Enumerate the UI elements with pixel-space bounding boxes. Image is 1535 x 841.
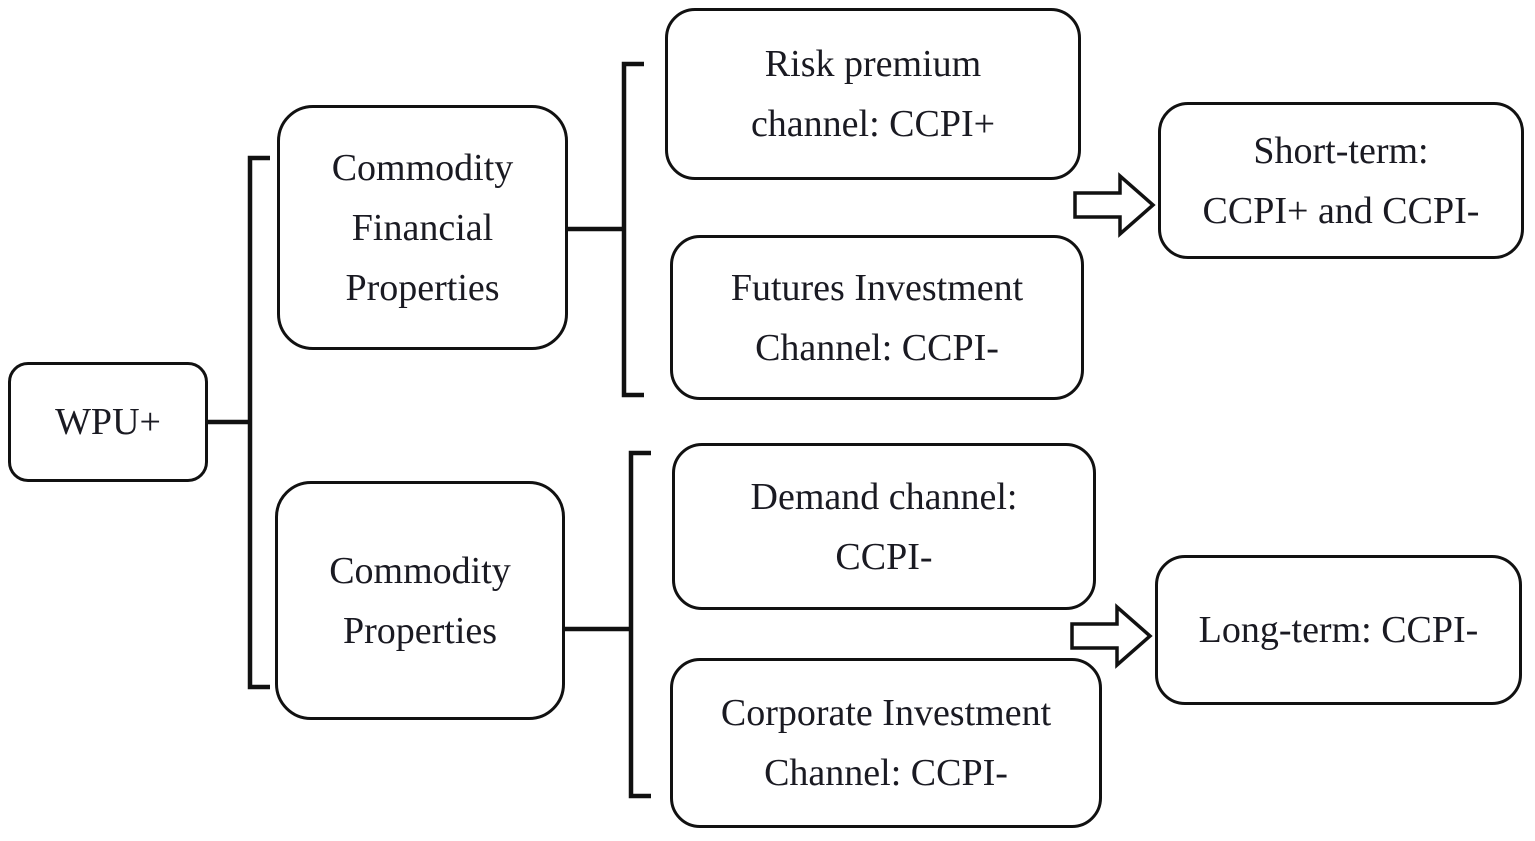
bracket-level1-icon [247, 155, 270, 690]
bracket-commodity-channels-icon [628, 450, 651, 799]
block-arrow-right-short-term-icon [1073, 172, 1156, 238]
node-label-line: Channel: CCPI- [755, 326, 999, 369]
node-label-line: Properties [345, 266, 500, 309]
node-label-line: Short-term: [1253, 129, 1429, 172]
node-wpu: WPU+ [8, 362, 208, 482]
node-label-line: Financial [351, 206, 494, 249]
node-label-line: CCPI+ and CCPI- [1202, 189, 1480, 232]
node-commodity-financial-properties: Commodity Financial Properties [277, 105, 568, 350]
node-wpu-label: WPU+ [55, 401, 161, 443]
bracket-financial-channels-icon [621, 61, 644, 398]
node-commodity-properties: Commodity Properties [275, 481, 565, 720]
node-demand-channel: Demand channel: CCPI- [672, 443, 1096, 610]
node-short-term-outcome: Short-term: CCPI+ and CCPI- [1158, 102, 1524, 259]
node-long-term-outcome: Long-term: CCPI- [1155, 555, 1522, 705]
node-label-line: Futures Investment [730, 266, 1024, 309]
node-label-line: Demand channel: [750, 475, 1018, 518]
node-label-line: Channel: CCPI- [764, 752, 1008, 794]
node-label-line: CCPI- [835, 535, 933, 578]
node-risk-premium-channel: Risk premium channel: CCPI+ [665, 8, 1081, 180]
node-corporate-investment-channel: Corporate Investment Channel: CCPI- [670, 658, 1102, 828]
block-arrow-right-long-term-icon [1070, 603, 1153, 669]
node-futures-investment-channel: Futures Investment Channel: CCPI- [670, 235, 1084, 400]
node-label-line: channel: CCPI+ [750, 103, 996, 145]
node-label-line: Commodity [331, 146, 514, 189]
node-label-line: Risk premium [764, 43, 982, 85]
node-label-line: Properties [342, 609, 498, 652]
node-label-line: Corporate Investment [720, 692, 1052, 734]
node-label-line: Long-term: CCPI- [1198, 609, 1479, 651]
node-label-line: Commodity [329, 549, 511, 592]
